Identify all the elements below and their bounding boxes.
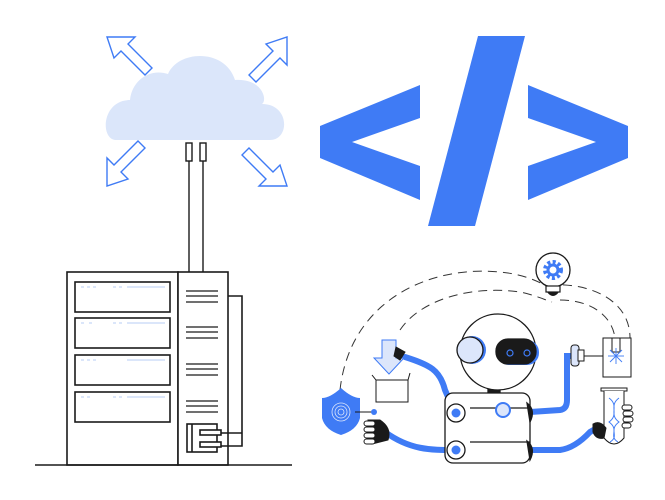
download-box-icon (371, 339, 411, 403)
laser-device-icon (570, 337, 632, 378)
connection-arcs (339, 270, 631, 391)
cloud-icon (105, 55, 285, 140)
code-brackets-icon (320, 36, 628, 226)
server-rack-icon (66, 271, 243, 466)
robot-hand-left (363, 419, 390, 445)
shield-fingerprint-icon (322, 388, 377, 435)
lightbulb-gear-icon (535, 252, 571, 296)
server-vents (186, 290, 218, 413)
cloud-cable (185, 142, 207, 272)
robot-icon (444, 313, 539, 464)
dna-test-tube-icon (592, 387, 634, 445)
expand-arrows-icon (106, 36, 288, 187)
